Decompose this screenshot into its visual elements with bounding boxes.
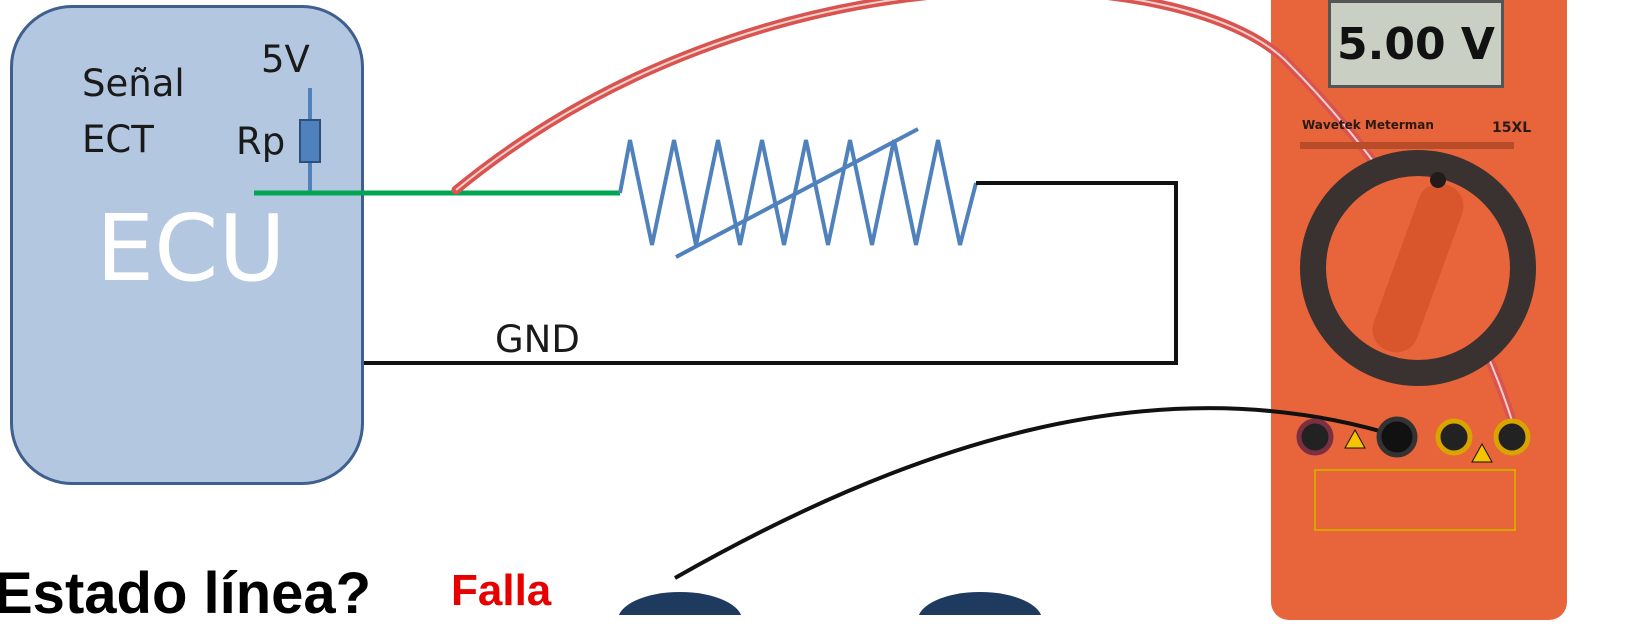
bottom-shape-left (619, 592, 741, 615)
ground-wire (364, 181, 1178, 365)
jack-10a (1296, 418, 1334, 456)
selector-knob (1372, 183, 1464, 353)
line-status-answer: Falla (451, 566, 552, 615)
multimeter-brand: Wavetek Meterman (1302, 118, 1434, 132)
signal-type-label: ECT (82, 118, 154, 161)
jack-v-ohm (1493, 418, 1531, 456)
warning-triangle-2 (1471, 442, 1493, 463)
bottom-shape-right (919, 592, 1041, 615)
ground-label: GND (495, 318, 580, 361)
signal-label: Señal (82, 62, 185, 105)
selector-pointer (1430, 172, 1446, 188)
voltage-reading: 5.00 V (1337, 18, 1495, 70)
ecu-block (10, 5, 364, 485)
multimeter-model: 15XL (1492, 120, 1532, 136)
line-status-question: Estado línea? (0, 561, 372, 626)
thermistor-variable-arrow (675, 127, 919, 259)
jack-com (1376, 416, 1418, 458)
supply-voltage-label: 5V (261, 38, 310, 81)
multimeter-display: 5.00 V (1328, 0, 1504, 88)
meter-ridge (1300, 142, 1514, 149)
warning-triangle-1 (1344, 428, 1366, 449)
ecu-label: ECU (96, 195, 286, 302)
black-probe-lead (674, 406, 1398, 580)
jack-ma (1435, 418, 1473, 456)
jack-legend (1314, 469, 1516, 531)
pullup-resistor (299, 119, 321, 163)
pullup-label: Rp (236, 120, 286, 163)
